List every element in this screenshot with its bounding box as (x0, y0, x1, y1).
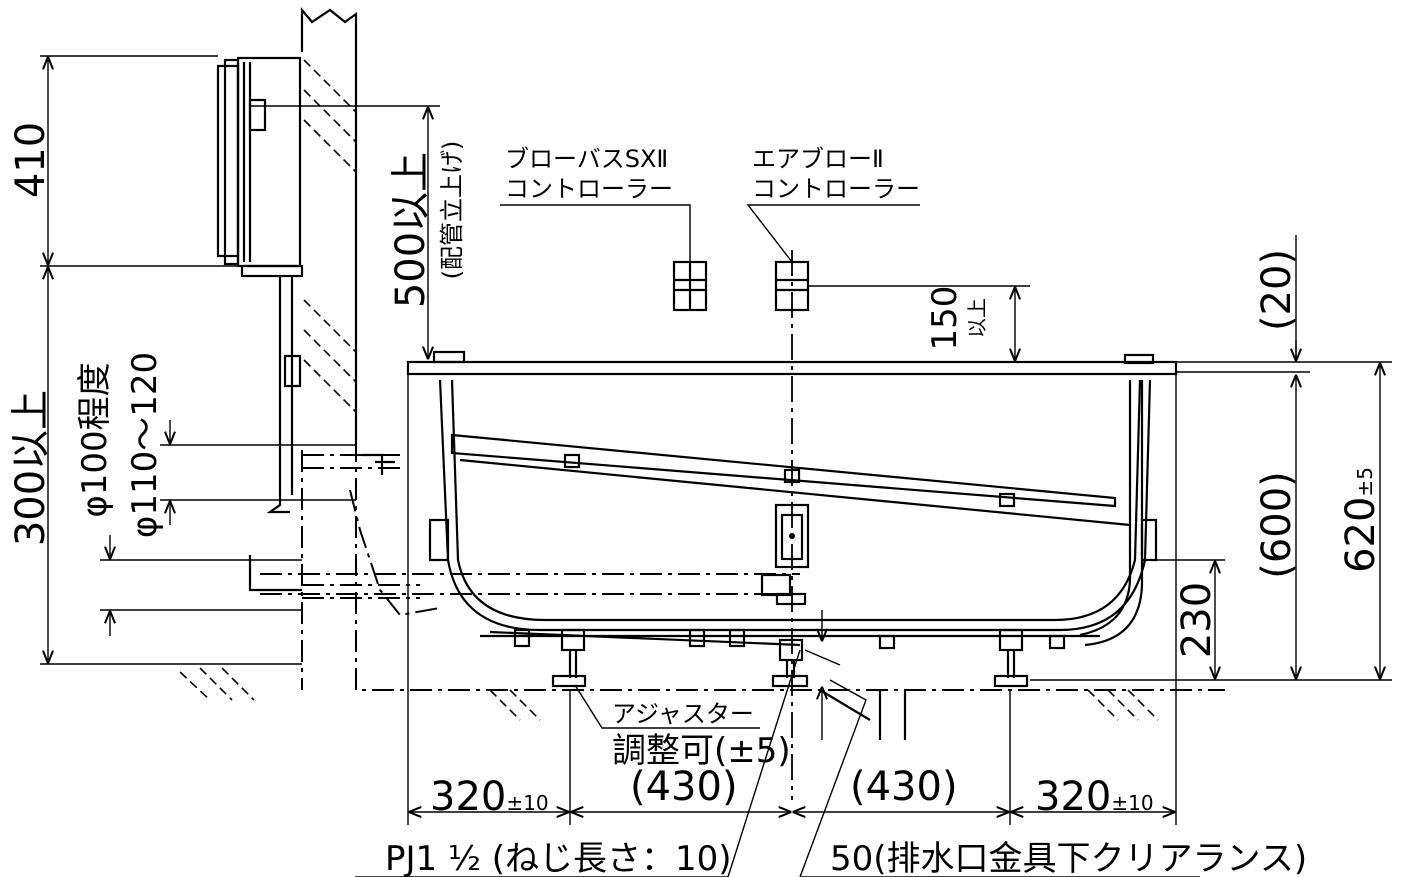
pipes (260, 453, 800, 617)
dimension-lines (40, 55, 1392, 877)
controller2-label-line1: エアブローⅡ (752, 145, 884, 173)
dim-430-right: (430) (850, 764, 958, 810)
dim-320-right: 320±10 (1035, 774, 1154, 820)
dim-320-left: 320±10 (430, 774, 549, 820)
dim-410: 410 (8, 122, 54, 198)
dim-230: 230 (1174, 582, 1220, 658)
dim-500-note: (配管立上げ) (438, 141, 466, 280)
dim-150-sub: 以上 (965, 298, 989, 338)
controller1-label-line2: コントローラー (505, 175, 673, 203)
adjust-range-label: 調整可(±5) (612, 731, 791, 771)
dim-320-left-tolerance: ±10 (506, 791, 548, 815)
dim-20: (20) (1254, 249, 1300, 331)
dim-320-right-value: 320 (1035, 774, 1111, 820)
clearance-label: 50(排水口金具下クリアランス) (830, 839, 1307, 877)
controller2-label-line2: コントローラー (752, 175, 920, 203)
controller1-label-line1: ブローバスSXⅡ (505, 145, 668, 173)
wall-unit (216, 56, 304, 592)
dim-150: 150 (925, 286, 965, 351)
dim-phi110: φ110〜120 (125, 352, 165, 538)
thread-label: PJ1 ½ (ねじ長さ：10) (385, 839, 732, 877)
dim-320-right-tolerance: ±10 (1111, 791, 1153, 815)
dim-320-left-value: 320 (430, 774, 506, 820)
dim-620-tolerance: ±5 (1353, 467, 1377, 496)
bathtub (406, 350, 1178, 740)
dim-600: (600) (1254, 471, 1300, 579)
adjuster-label: アジャスター (612, 700, 754, 728)
dim-500-min: 500以上 (388, 152, 434, 308)
dim-phi100: φ100程度 (75, 362, 115, 517)
dim-300-min: 300以上 (8, 390, 54, 546)
dim-620: 620±5 (1338, 467, 1384, 573)
dim-430-left: (430) (630, 764, 738, 810)
controller-airblow (746, 204, 920, 312)
controller-blowbath (500, 204, 708, 312)
dim-620-value: 620 (1338, 497, 1384, 573)
wall-structure (179, 6, 1225, 721)
